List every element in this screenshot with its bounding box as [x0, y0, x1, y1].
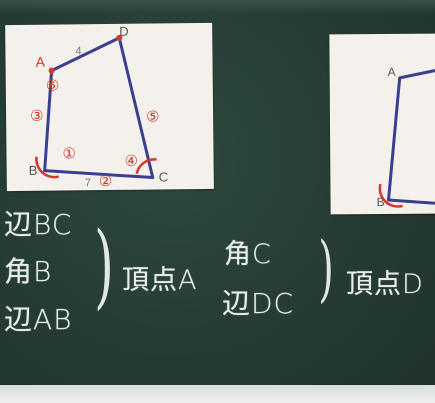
vertex-dot-d	[116, 34, 123, 41]
vertex-label-b-right: B	[376, 195, 384, 209]
vertex-label-c: C	[159, 169, 169, 184]
chalk-item-side-dc: 辺DC	[222, 287, 295, 320]
chalk-brace-right: )	[318, 226, 334, 310]
chalk-brace-left: )	[94, 212, 114, 319]
chalk-label-vertex-a: 頂点A	[122, 265, 198, 296]
order-mark-2: ②	[99, 172, 113, 190]
quadrilateral-card-left: A D B C 4 7 ① ② ③ ④ ⑤ ⑥	[5, 22, 214, 192]
vertex-label-a: A	[35, 54, 45, 70]
angle-arc-b	[35, 156, 60, 179]
angle-arc-c	[135, 158, 157, 175]
quadrilateral-shape-right	[387, 68, 435, 206]
quadrilateral-diagram-right: A B	[376, 65, 435, 209]
order-mark-1: ①	[62, 144, 76, 162]
side-length-bc: 7	[85, 177, 91, 189]
order-mark-4: ④	[124, 152, 138, 170]
vertex-label-b: B	[29, 163, 38, 178]
order-mark-3: ③	[30, 107, 44, 125]
chalk-item-angle-b: 角B	[4, 255, 53, 288]
vertex-label-a-right: A	[388, 65, 396, 79]
chalk-item-angle-c: 角C	[224, 239, 272, 270]
order-mark-6: ⑥	[46, 77, 60, 95]
quadrilateral-shape	[43, 36, 155, 180]
order-mark-5: ⑤	[146, 107, 160, 125]
side-length-ad: 4	[75, 45, 81, 57]
chalk-item-side-bc: 辺BC	[4, 208, 73, 241]
vertex-label-d: D	[119, 24, 129, 39]
quadrilateral-diagram: A D B C 4 7 ① ② ③ ④ ⑤ ⑥	[29, 24, 169, 190]
chalk-item-side-ab: 辺AB	[4, 303, 73, 336]
wall-strip	[0, 385, 435, 403]
angle-arc-b-right	[378, 183, 403, 208]
chalk-smudge	[0, 0, 435, 14]
quadrilateral-card-right: A B	[329, 33, 435, 215]
chalk-label-vertex-d: 頂点D	[346, 269, 424, 300]
vertex-dot-a	[48, 67, 55, 74]
